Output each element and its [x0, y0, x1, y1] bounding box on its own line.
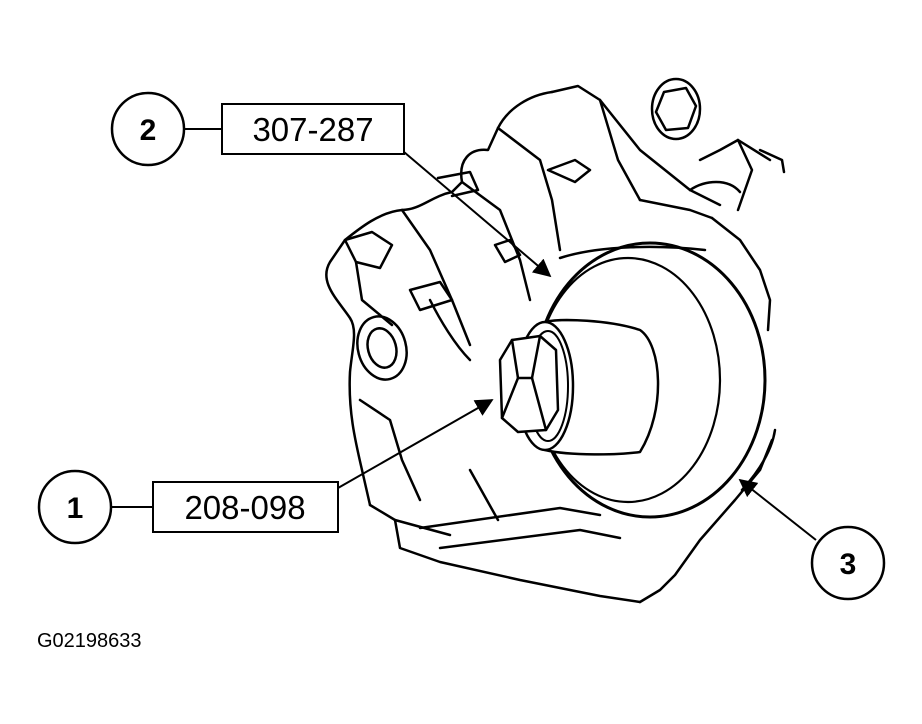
leader-arrow-2: [403, 151, 552, 278]
tool-label-box: [221, 103, 405, 155]
callout-number: 2: [140, 114, 157, 147]
leader-arrow-3: [738, 478, 817, 541]
callout-3: 3: [810, 525, 886, 601]
callout-number: 1: [67, 492, 84, 525]
crankshaft-bolt: [498, 334, 560, 434]
callout-number: 3: [840, 548, 857, 581]
damper-pulley: [515, 241, 767, 519]
tool-number-label: 208-098: [184, 489, 305, 526]
leader-arrow-1: [337, 399, 494, 489]
tool-number-label: 307-287: [252, 111, 373, 148]
callout-2: 2 307-287: [110, 91, 405, 167]
callout-circle: [810, 525, 886, 601]
callout-1: 1 208-098: [37, 469, 339, 545]
figure-id: G02198633: [37, 630, 142, 652]
engine-front-cover: [325, 77, 786, 604]
tool-label-box: [152, 481, 339, 533]
